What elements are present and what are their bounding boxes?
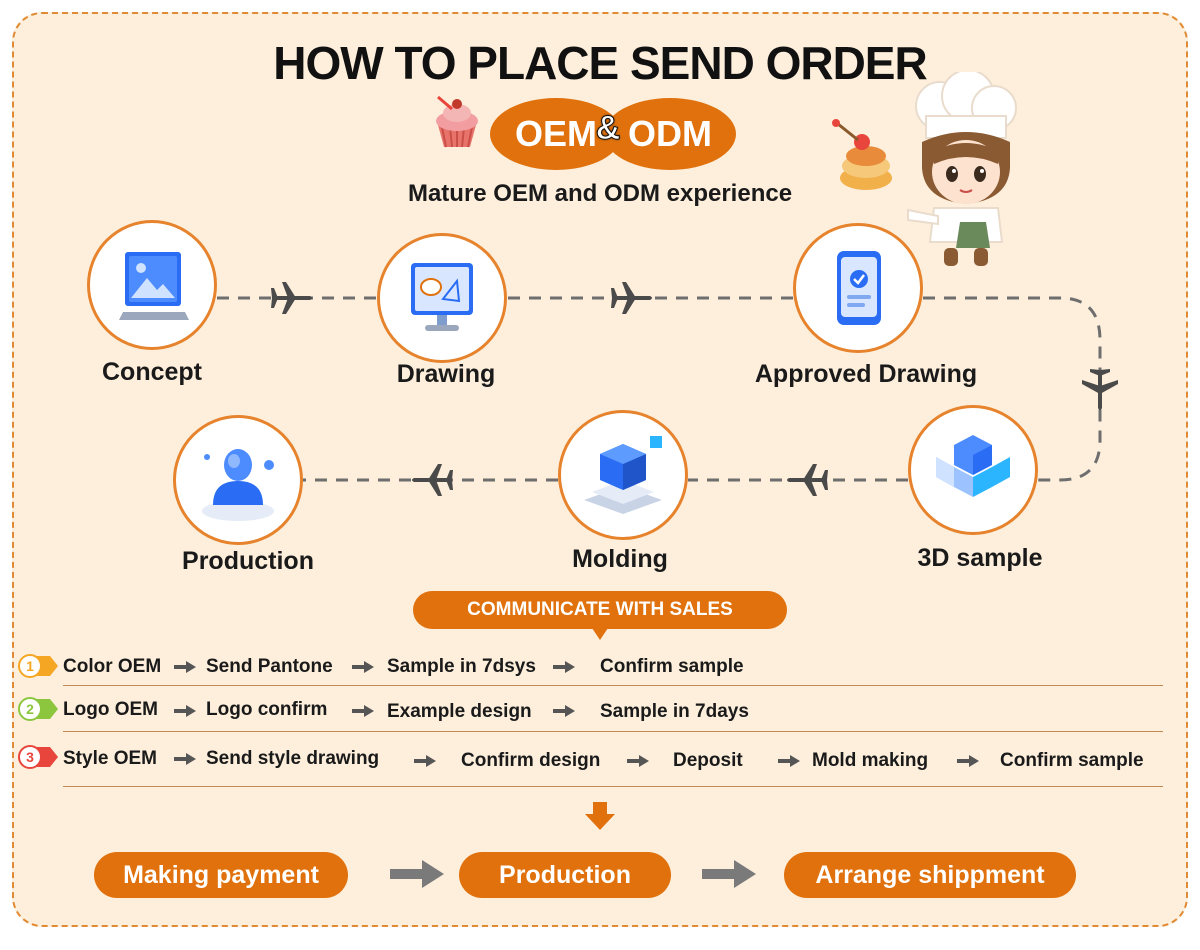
arrow-icon — [702, 860, 756, 888]
banner-pointer — [592, 628, 608, 640]
number-badge-1: 1 — [18, 654, 58, 678]
step-approved-drawing — [793, 223, 923, 353]
number-badge-2: 2 — [18, 697, 58, 721]
image-monitor-icon — [119, 252, 189, 320]
arrow-icon — [957, 755, 979, 767]
plane-icon — [1082, 369, 1118, 410]
production-pill: Production — [459, 852, 671, 898]
process-item: Logo OEM — [63, 699, 158, 720]
cubes-icon — [936, 435, 1010, 497]
arrow-icon — [352, 661, 374, 673]
step-label: Production — [182, 547, 314, 575]
mold-cube-icon — [584, 436, 662, 514]
arrow-icon — [352, 705, 374, 717]
step-label: Molding — [572, 545, 668, 573]
step-concept — [87, 220, 217, 350]
dessert-icon — [832, 119, 892, 190]
divider — [63, 685, 1163, 686]
communicate-banner: COMMUNICATE WITH SALES — [413, 591, 787, 629]
step-drawing — [377, 233, 507, 363]
process-item: Color OEM — [63, 656, 162, 677]
step-production — [173, 415, 303, 545]
svg-text:2: 2 — [26, 701, 34, 717]
arrow-icon — [174, 753, 196, 765]
process-item: Mold making — [812, 750, 929, 771]
arrow-icon — [553, 705, 575, 717]
arrow-icon — [174, 705, 196, 717]
process-item: Confirm design — [461, 750, 601, 771]
step-label: Concept — [102, 358, 202, 386]
divider — [63, 731, 1163, 732]
arrow-icon — [778, 755, 800, 767]
process-item: Logo confirm — [206, 699, 328, 720]
process-item: Sample in 7days — [600, 701, 749, 722]
subtitle: Mature OEM and ODM experience — [407, 180, 793, 207]
page-title: HOW TO PLACE SEND ORDER — [273, 37, 927, 89]
process-item: Send Pantone — [206, 656, 333, 677]
divider — [63, 786, 1163, 787]
process-item: Sample in 7dsys — [387, 656, 536, 677]
plane-icon — [412, 464, 453, 496]
svg-text:3: 3 — [26, 749, 34, 765]
approved-phone-icon — [837, 251, 881, 325]
step-3d-sample — [908, 405, 1038, 535]
oem-badge: OEM — [490, 98, 622, 170]
process-item: Confirm sample — [600, 656, 744, 677]
ampersand: & — [595, 109, 621, 148]
odm-badge: ODM — [604, 98, 736, 170]
number-badge-3: 3 — [18, 745, 58, 769]
svg-text:1: 1 — [26, 658, 34, 674]
process-item: Example design — [387, 701, 532, 722]
step-label: 3D sample — [917, 544, 1043, 572]
process-item: Deposit — [673, 750, 743, 771]
design-monitor-icon — [411, 263, 473, 331]
making-payment-pill: Making payment — [94, 852, 348, 898]
step-molding — [558, 410, 688, 540]
arrow-icon — [627, 755, 649, 767]
plane-icon — [787, 464, 828, 496]
process-item: Send style drawing — [206, 748, 380, 769]
cupcake-icon — [436, 95, 478, 148]
arrow-icon — [553, 661, 575, 673]
person-icon — [202, 449, 274, 521]
arrange-shipment-pill: Arrange shippment — [784, 852, 1076, 898]
arrow-icon — [414, 755, 436, 767]
process-item: Style OEM — [63, 748, 157, 769]
arrow-icon — [390, 860, 444, 888]
chef-character-icon — [907, 72, 1017, 266]
plane-icon — [271, 282, 312, 314]
down-arrow-icon — [585, 802, 615, 830]
arrow-icon — [174, 661, 196, 673]
process-item: Confirm sample — [1000, 750, 1144, 771]
step-label: Approved Drawing — [754, 360, 978, 388]
plane-icon — [611, 282, 652, 314]
step-label: Drawing — [396, 360, 496, 388]
